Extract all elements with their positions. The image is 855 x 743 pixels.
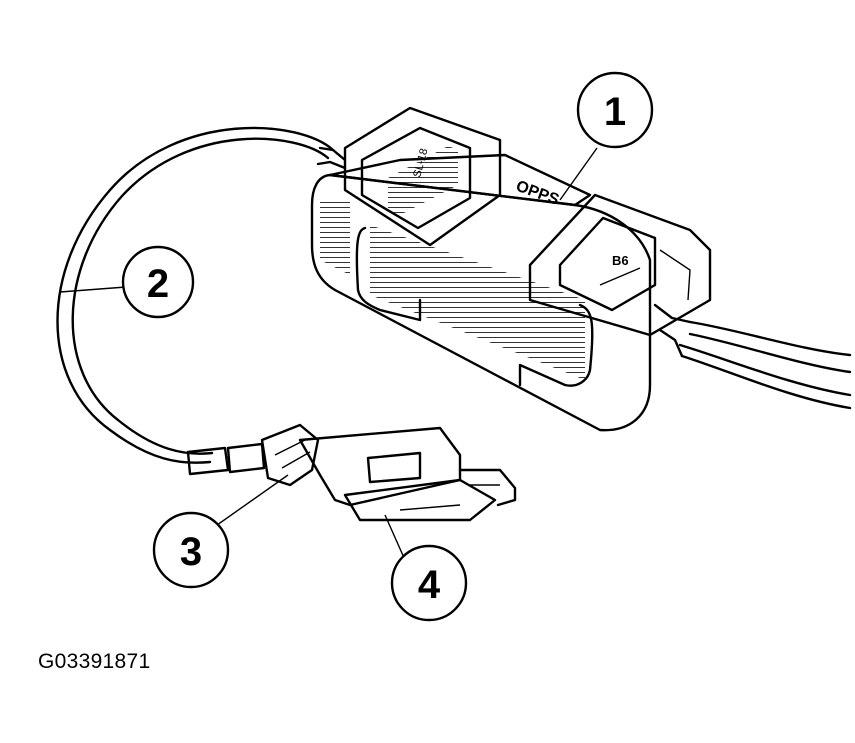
callout-3: 3 [152,511,230,589]
module-left-connector: SL-18 [316,106,502,247]
svg-text:1: 1 [604,90,626,134]
figure-id: G03391871 [38,650,151,673]
right-window-label: B6 [612,253,629,268]
callout-2: 2 [121,245,195,319]
module-label: OPPS [514,178,562,209]
svg-text:3: 3 [180,530,202,574]
svg-text:4: 4 [418,563,441,607]
callout-4: 4 [390,544,468,622]
test-cable [56,126,335,464]
module-body [310,153,652,432]
probe-connector [186,423,517,522]
output-cables [678,320,852,410]
module-right-connector: B6 [528,193,712,358]
callout-1: 1 [576,71,654,149]
svg-text:2: 2 [147,262,169,306]
leader-lines [59,147,598,561]
